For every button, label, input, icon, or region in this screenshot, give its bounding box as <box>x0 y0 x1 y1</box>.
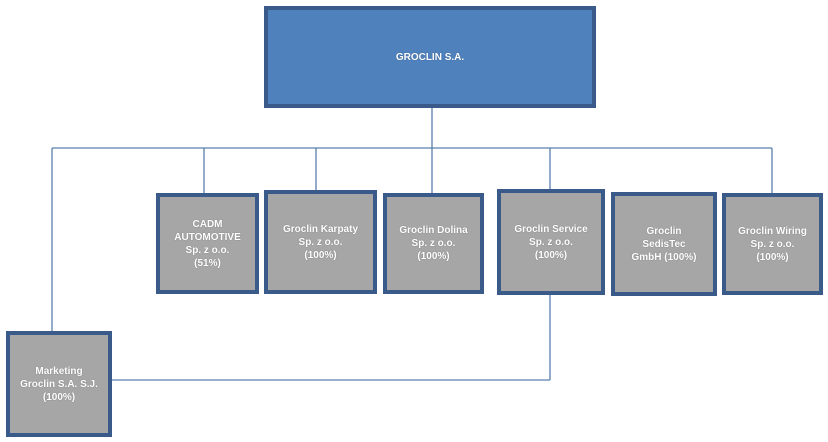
subsidiary-line: (100%) <box>42 391 76 403</box>
root-company-box: GROCLIN S.A. <box>264 6 596 108</box>
subsidiary-line: AUTOMOTIVE <box>174 231 241 243</box>
subsidiary-box-karpaty: Groclin Karpaty Sp. z o.o. (100%) <box>264 190 377 294</box>
subsidiary-line: (100%) <box>756 251 789 263</box>
subsidiary-line: Sp. z o.o. <box>411 238 456 249</box>
subsidiary-line: Sp. z o.o. <box>529 236 573 248</box>
subsidiary-line: Groclin Karpaty <box>282 223 359 235</box>
subsidiary-line: Sp. z o.o. <box>185 244 230 256</box>
subsidiary-line: (51%) <box>194 257 221 269</box>
subsidiary-box-marketing: Marketing Groclin S.A. S.J. (100%) <box>6 331 112 437</box>
subsidiary-box-service: Groclin Service Sp. z o.o. (100%) <box>497 189 605 295</box>
root-company-name: GROCLIN S.A. <box>395 51 465 63</box>
subsidiary-line: CADM <box>192 218 223 230</box>
subsidiary-line: Groclin Service <box>514 223 588 235</box>
subsidiary-box-cadm: CADM AUTOMOTIVE Sp. z o.o. (51%) <box>156 193 259 294</box>
subsidiary-line: Sp. z o.o. <box>298 236 343 248</box>
subsidiary-box-wiring: Groclin Wiring Sp. z o.o. (100%) <box>722 193 823 295</box>
subsidiary-line: Sp. z o.o. <box>750 238 795 250</box>
subsidiary-line: Marketing <box>35 365 83 377</box>
subsidiary-line: Groclin Dolina <box>399 225 468 236</box>
subsidiary-line: Groclin Wiring <box>738 225 807 237</box>
subsidiary-box-sedistec: Groclin SedisTec GmbH (100%) <box>611 192 717 296</box>
subsidiary-line: Groclin S.A. S.J. <box>20 378 98 390</box>
subsidiary-line: GmbH (100%) <box>631 251 697 263</box>
subsidiary-line: (100%) <box>304 249 337 261</box>
subsidiary-box-dolina: Groclin Dolina Sp. z o.o. (100%) <box>383 193 484 294</box>
subsidiary-line: Groclin <box>646 225 682 237</box>
subsidiary-line: SedisTec <box>642 238 686 250</box>
subsidiary-line: (100%) <box>534 249 568 261</box>
subsidiary-line: (100%) <box>417 251 450 262</box>
